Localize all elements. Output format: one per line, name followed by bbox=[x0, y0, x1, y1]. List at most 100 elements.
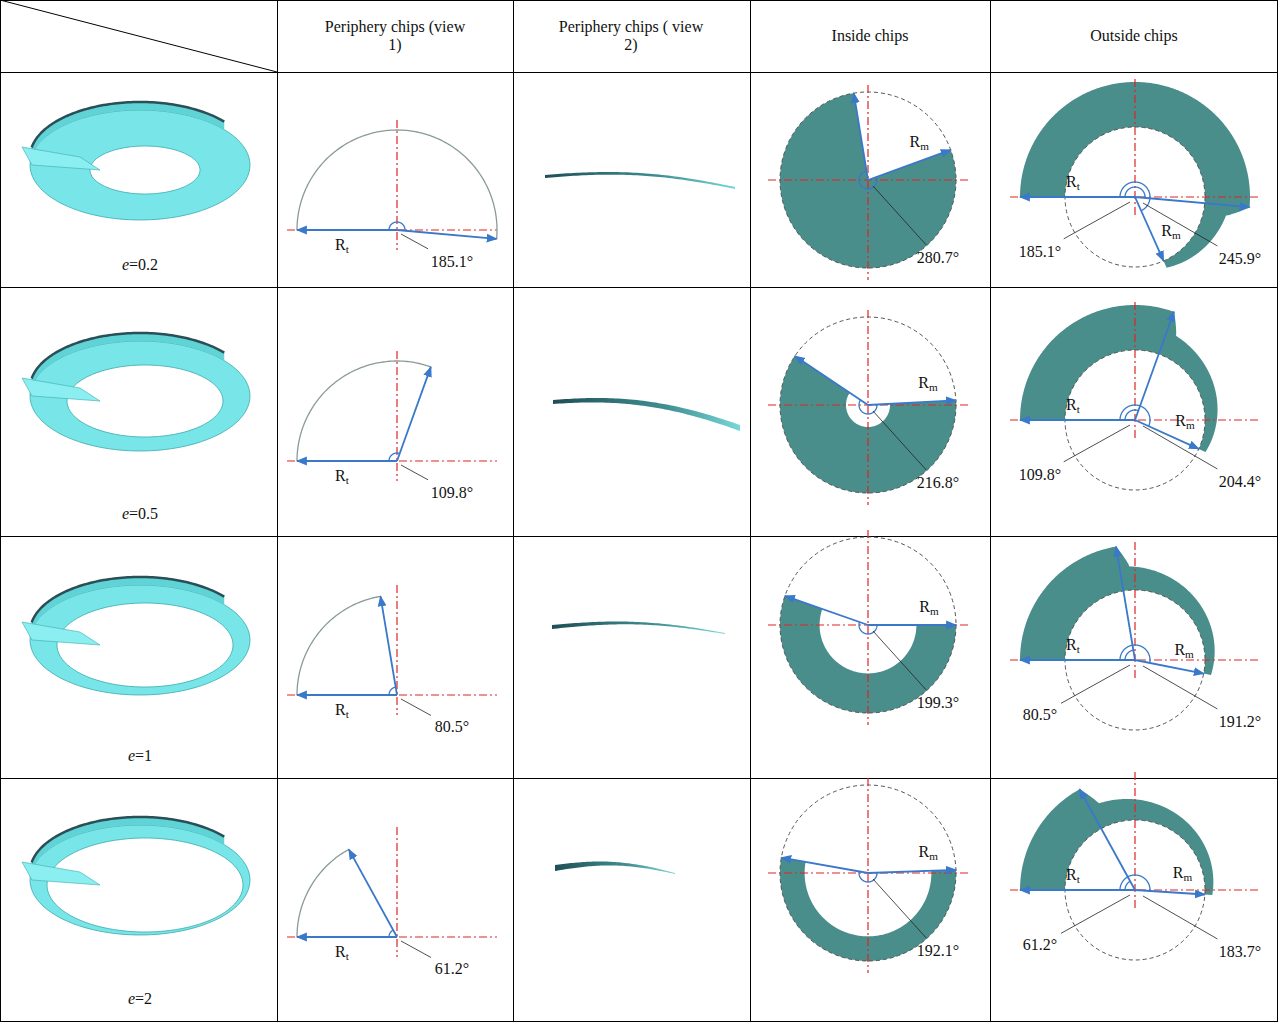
leader-line bbox=[873, 186, 926, 245]
radius-arrow bbox=[380, 596, 397, 695]
radius-arrow bbox=[297, 229, 397, 231]
angle-marker bbox=[389, 222, 405, 231]
value: =1 bbox=[135, 747, 152, 764]
radius-label: Rm bbox=[1173, 864, 1192, 884]
chip-3d bbox=[32, 577, 225, 630]
radius-arrow bbox=[349, 849, 397, 937]
subscript: m bbox=[1172, 229, 1181, 241]
chip-arc bbox=[297, 596, 380, 695]
radius-label: Rt bbox=[335, 467, 349, 487]
radius-label: Rt bbox=[1066, 173, 1080, 193]
symbol: e bbox=[128, 990, 135, 1007]
leader-line bbox=[1061, 895, 1130, 933]
subscript: m bbox=[929, 381, 938, 393]
radius-arrow bbox=[297, 936, 397, 938]
subscript: t bbox=[1077, 873, 1080, 885]
symbol: e bbox=[128, 747, 135, 764]
angle-marker bbox=[1120, 645, 1150, 663]
value: =2 bbox=[135, 990, 152, 1007]
symbol: R bbox=[919, 844, 930, 861]
angle-label: 80.5° bbox=[435, 718, 469, 736]
radius-arrow bbox=[1020, 889, 1135, 891]
radius-arrow bbox=[854, 93, 868, 180]
subscript: t bbox=[346, 243, 349, 255]
value: =0.2 bbox=[129, 256, 158, 273]
symbol: R bbox=[919, 598, 930, 615]
chip-edge bbox=[32, 333, 225, 378]
angle-label: 61.2° bbox=[1023, 936, 1057, 954]
radius-arrow bbox=[795, 356, 868, 405]
angle-label: 245.9° bbox=[1219, 250, 1261, 268]
radius-label: Rt bbox=[1066, 866, 1080, 886]
angle-label: 192.1° bbox=[917, 942, 959, 960]
angle-marker bbox=[1125, 881, 1130, 890]
column-rule bbox=[750, 0, 751, 1022]
subscript: m bbox=[1186, 419, 1195, 431]
radius-arrow bbox=[297, 694, 397, 696]
radius-label: Rm bbox=[918, 375, 937, 395]
subscript: m bbox=[1185, 648, 1194, 660]
chip-row bbox=[22, 302, 1260, 505]
chip-edge bbox=[32, 577, 225, 622]
symbol: R bbox=[335, 236, 346, 253]
radius-arrow bbox=[1135, 312, 1174, 420]
leader-line bbox=[1064, 202, 1130, 239]
leader-line bbox=[1061, 665, 1130, 703]
subscript: m bbox=[1183, 871, 1192, 883]
row-label: e=0.2 bbox=[122, 256, 158, 274]
angle-label: 61.2° bbox=[435, 960, 469, 978]
chip-edge bbox=[32, 817, 225, 862]
radius-label: Rm bbox=[910, 133, 929, 153]
subscript: t bbox=[346, 950, 349, 962]
radius-label: Rm bbox=[1175, 412, 1194, 432]
angle-label: 109.8° bbox=[431, 484, 473, 502]
axis-line bbox=[287, 460, 497, 461]
column-rule bbox=[990, 0, 991, 1022]
subscript: t bbox=[346, 474, 349, 486]
radius-label: Rm bbox=[1161, 222, 1180, 242]
radius-arrow bbox=[297, 460, 397, 462]
leader-line bbox=[401, 941, 431, 957]
symbol: R bbox=[1066, 173, 1077, 190]
angle-label: 191.2° bbox=[1219, 713, 1261, 731]
radius-label: Rt bbox=[335, 701, 349, 721]
chip-3d bbox=[32, 333, 225, 386]
radius-arrow bbox=[397, 230, 497, 239]
angle-marker bbox=[1120, 405, 1150, 426]
axis-line bbox=[287, 229, 497, 230]
radius-arrow bbox=[1020, 196, 1135, 198]
subscript: t bbox=[1077, 643, 1080, 655]
chip-tab bbox=[22, 622, 100, 645]
outside-chip bbox=[1020, 789, 1213, 895]
column-rule bbox=[513, 0, 514, 1022]
radius-arrow bbox=[1135, 197, 1250, 207]
column-rule bbox=[277, 0, 278, 1022]
subscript: t bbox=[346, 708, 349, 720]
angle-marker bbox=[1125, 410, 1138, 420]
axis-line bbox=[287, 694, 497, 695]
row-label: e=2 bbox=[128, 990, 152, 1008]
column-header: Periphery chips (view 1) bbox=[320, 18, 470, 55]
leader-line bbox=[401, 699, 431, 715]
row-rule bbox=[0, 778, 1278, 779]
chip-arc bbox=[297, 361, 431, 461]
radius-arrow bbox=[1135, 890, 1205, 895]
row-label: e=0.5 bbox=[122, 505, 158, 523]
chip-strip bbox=[552, 622, 725, 634]
subscript: t bbox=[1077, 180, 1080, 192]
angle-label: 185.1° bbox=[431, 253, 473, 271]
outside-chip bbox=[1020, 305, 1218, 452]
leader-line bbox=[401, 465, 428, 480]
angle-marker bbox=[1125, 187, 1145, 198]
subscript: m bbox=[930, 604, 939, 616]
radius-arrow bbox=[397, 367, 431, 461]
symbol: R bbox=[335, 701, 346, 718]
symbol: e bbox=[122, 256, 129, 273]
radius-label: Rt bbox=[335, 236, 349, 256]
chip-edge bbox=[32, 102, 225, 147]
leader-line bbox=[1143, 666, 1217, 709]
symbol: e bbox=[122, 505, 129, 522]
chip-arc bbox=[297, 849, 349, 937]
